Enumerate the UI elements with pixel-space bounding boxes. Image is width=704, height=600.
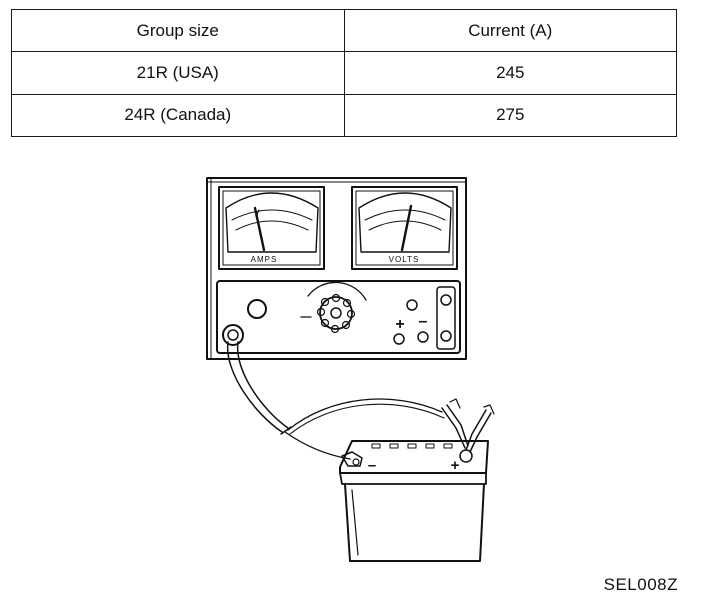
table-row: 21R (USA) 245 bbox=[11, 51, 677, 95]
table-header-row: Group size Current (A) bbox=[11, 9, 677, 52]
battery-icon bbox=[339, 440, 489, 562]
load-cable bbox=[226, 341, 445, 460]
positive-clamp-icon bbox=[441, 398, 495, 463]
battery-plus-label: + bbox=[451, 457, 460, 474]
tester-cabinet bbox=[206, 177, 467, 360]
power-switch-icon[interactable] bbox=[247, 299, 267, 319]
figure-reference-code: SEL008Z bbox=[603, 575, 678, 594]
table-row: 24R (Canada) 275 bbox=[11, 93, 677, 137]
tester-minus-label: – bbox=[419, 313, 428, 330]
tester-negative-terminal-icon[interactable] bbox=[417, 331, 429, 343]
tester-positive-terminal-icon[interactable] bbox=[393, 333, 405, 345]
cable-outlet-icon bbox=[222, 324, 244, 346]
control-panel bbox=[216, 280, 461, 354]
amps-label: AMPS bbox=[251, 255, 278, 264]
group-size-cell: 24R (Canada) bbox=[11, 93, 345, 137]
ammeter-gauge-icon bbox=[218, 186, 325, 270]
negative-clamp-icon bbox=[341, 451, 363, 467]
load-control-knob-icon[interactable] bbox=[300, 281, 367, 334]
volts-label: VOLTS bbox=[389, 255, 420, 264]
column-header-current: Current (A) bbox=[343, 9, 677, 52]
current-cell: 245 bbox=[343, 51, 677, 95]
battery-load-spec-table: Group size Current (A) 21R (USA) 245 24R… bbox=[11, 9, 677, 137]
tester-plus-label: + bbox=[395, 316, 404, 333]
current-cell: 275 bbox=[343, 93, 677, 137]
battery-minus-label: – bbox=[368, 457, 376, 474]
voltmeter-gauge-icon bbox=[351, 186, 458, 270]
column-header-group-size: Group size bbox=[11, 9, 345, 52]
indicator-lamp-icon bbox=[406, 299, 418, 311]
